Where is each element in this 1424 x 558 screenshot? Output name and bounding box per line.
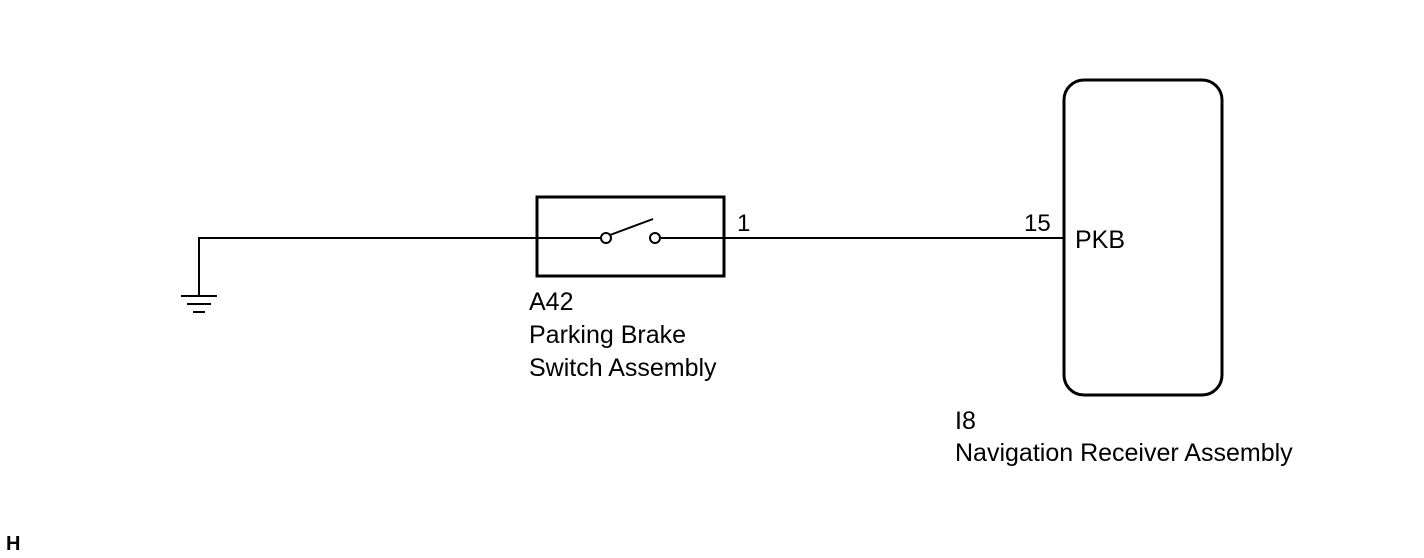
receiver-box (1062, 78, 1224, 397)
switch-box (535, 195, 726, 278)
ground-icon (181, 238, 217, 313)
receiver-pin-number: 15 (1024, 210, 1051, 237)
switch-icon (537, 218, 724, 244)
corner-label: H (6, 533, 20, 555)
receiver-component-name: Navigation Receiver Assembly (955, 439, 1293, 467)
switch-component-name-line1: Parking Brake (529, 321, 686, 349)
switch-component-code: A42 (529, 288, 573, 316)
receiver-component-code: I8 (955, 407, 976, 435)
receiver-terminal-name: PKB (1075, 226, 1125, 254)
switch-pin-number: 1 (737, 210, 750, 237)
switch-component-name-line2: Switch Assembly (529, 354, 717, 382)
